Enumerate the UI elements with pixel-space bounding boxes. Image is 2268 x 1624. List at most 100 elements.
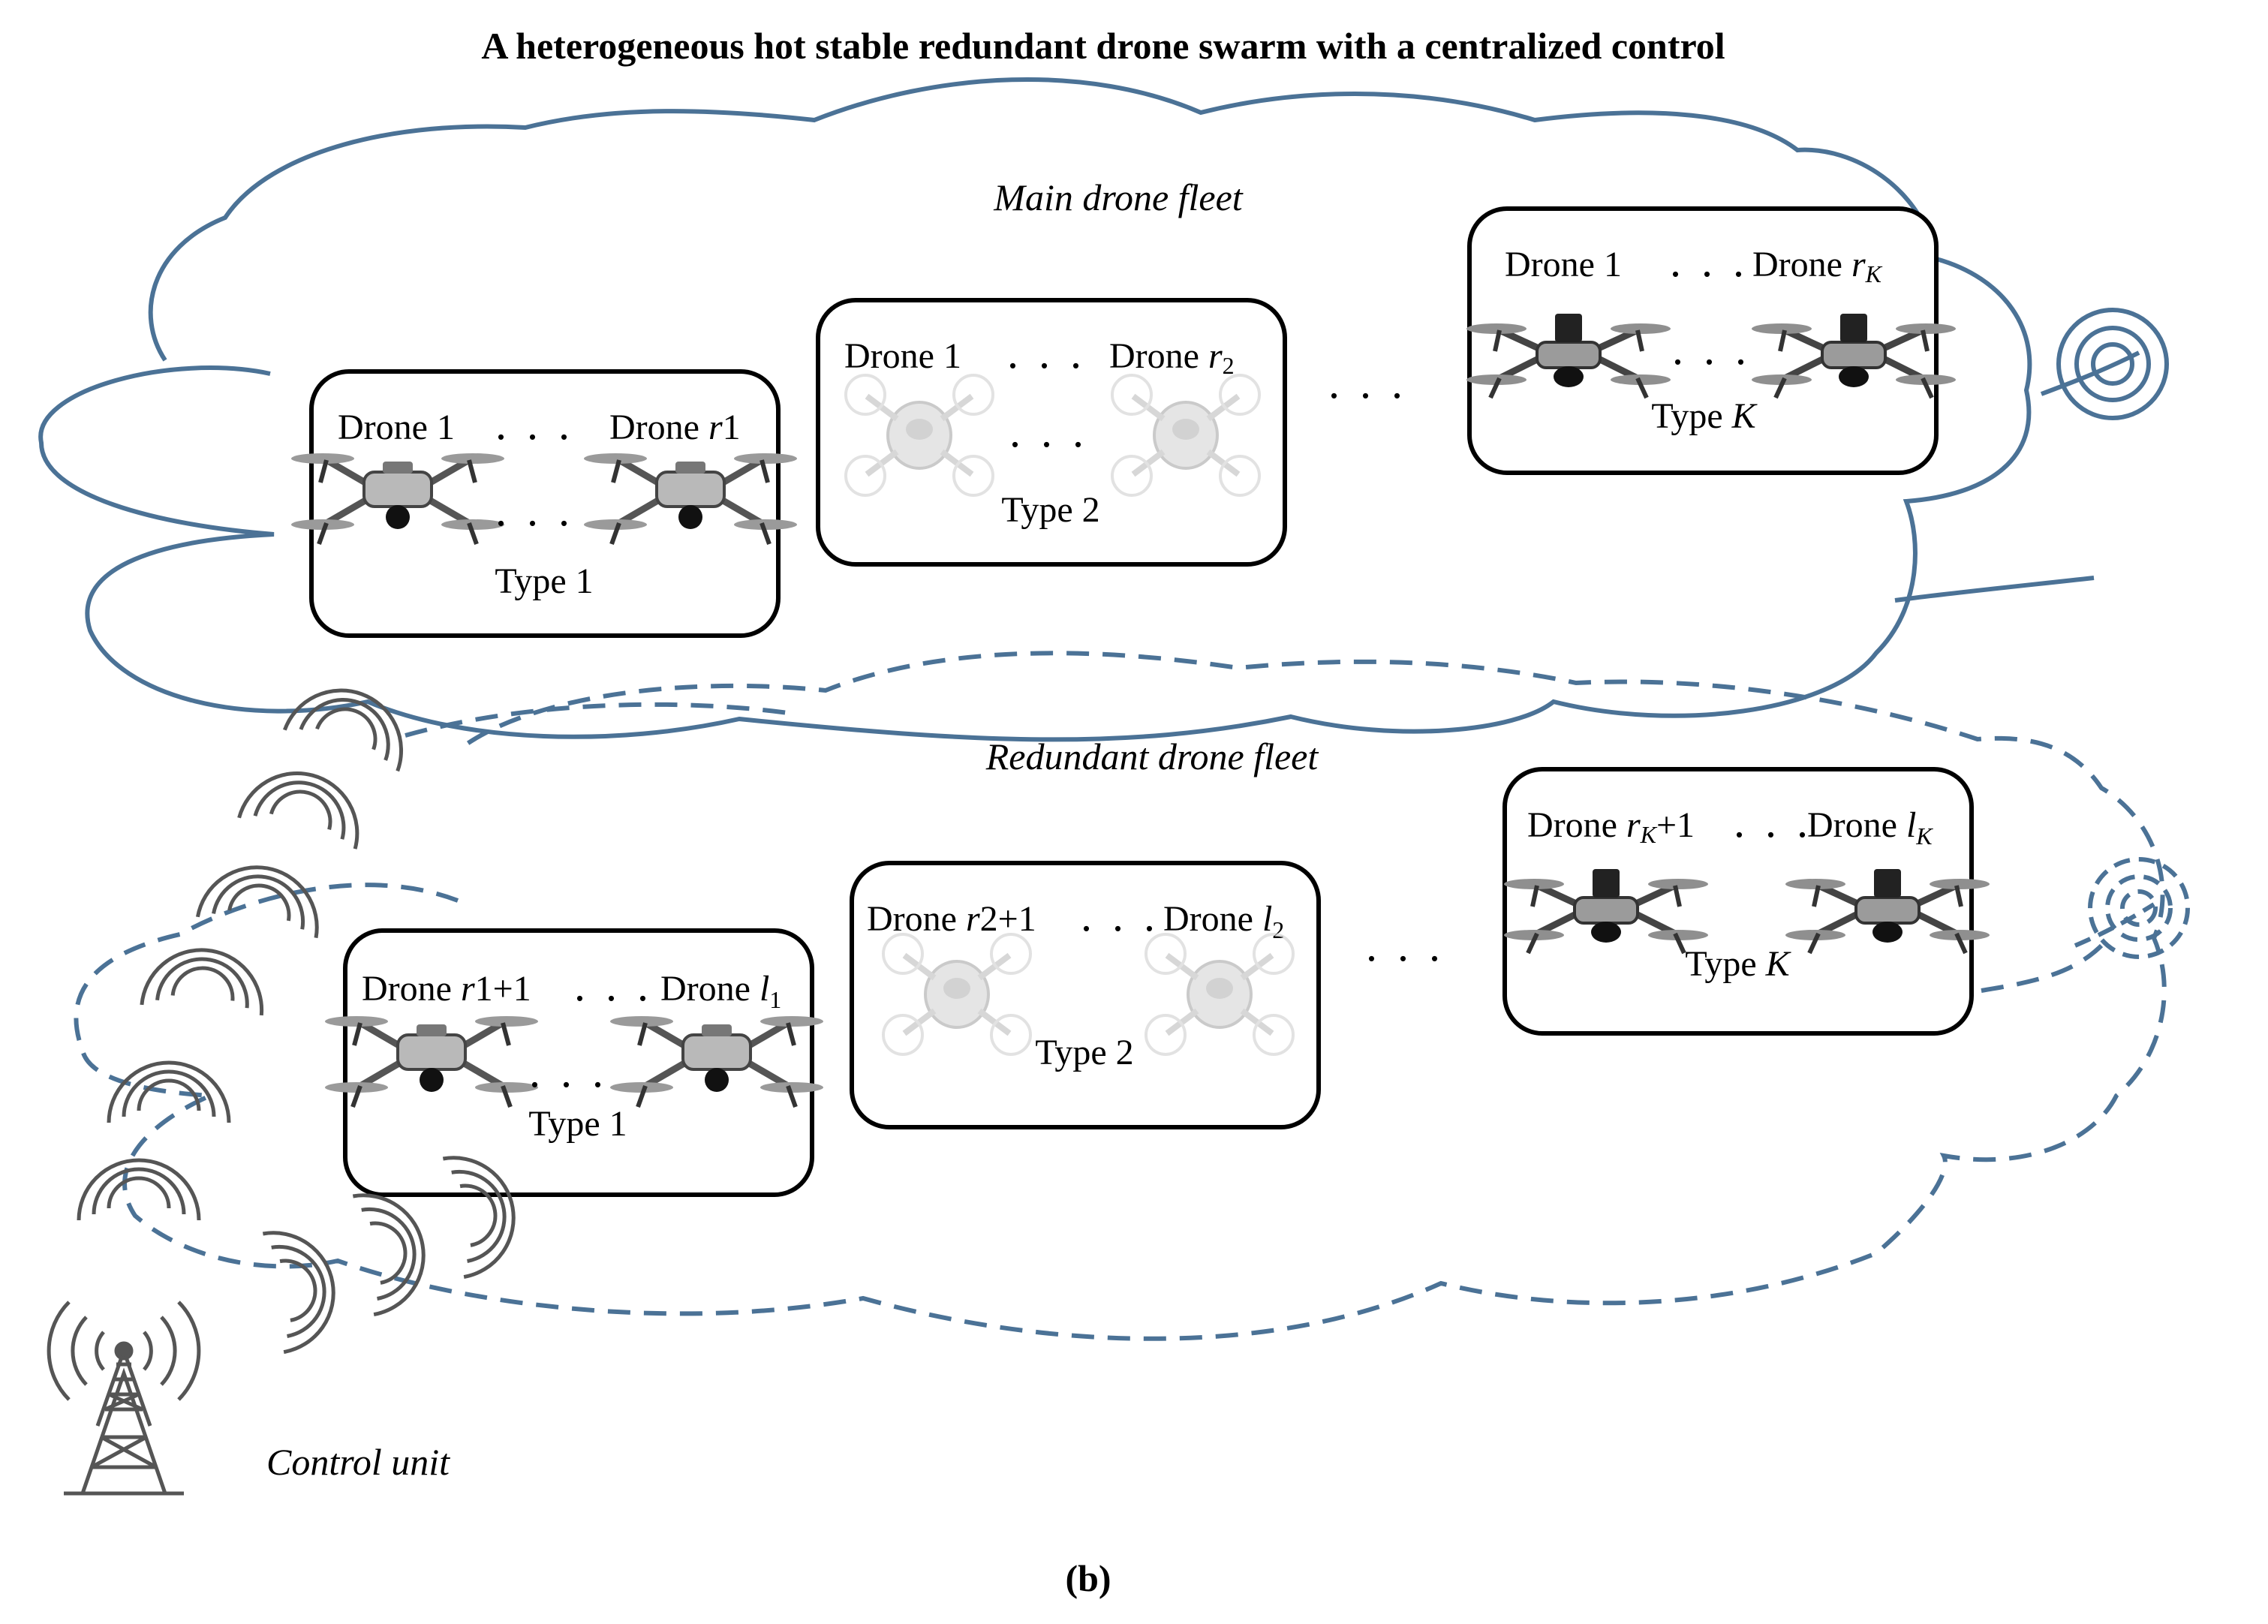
wifi-icon [140,948,264,1016]
first-drone-label: Drone 1 [338,408,455,447]
wifi-icon [107,1060,231,1123]
redundant-fleet-ellipse [405,702,789,738]
label-suffix: +1 [1656,805,1695,845]
range-ellipsis: . . . [495,399,574,449]
between-groups-ellipsis: . . . [1328,358,1407,408]
label-prefix: Drone [362,969,461,1009]
first-drone-label: Drone r1+1 [362,969,531,1009]
type-label: Type K [1685,944,1791,984]
label-variable: r [461,969,475,1009]
label-subscript: 2 [1272,916,1284,943]
redundant-fleet-cloud [74,651,2167,1341]
label-variable: l [1906,805,1916,845]
first-drone-label: Drone r2+1 [867,899,1036,939]
group-box [309,369,781,638]
group-box [343,928,814,1197]
label-variable: r [966,899,980,939]
type-label: Type K [1651,396,1758,436]
main-group-type2: Drone 1 . . . Drone r2 . . . Type 2 [816,298,1287,567]
diagram-title: A heterogeneous hot stable redundant dro… [481,25,1725,67]
radio-tower-icon [47,1301,201,1496]
label-variable: r [1208,336,1223,376]
last-drone-label: Drone l1 [660,969,781,1013]
group-box [1467,206,1939,475]
last-drone-label: Drone l2 [1163,899,1284,943]
label-subscript: 2 [1223,352,1235,379]
label-suffix: +1 [493,969,531,1009]
last-drone-label: Drone rK [1752,245,1883,287]
wifi-icon [283,688,404,772]
range-ellipsis: . . . [1081,891,1160,940]
range-ellipsis: . . . [1007,328,1086,377]
label-subscript: 1 [723,408,741,447]
range-ellipsis: . . . [574,961,653,1010]
label-subscript: 2 [980,899,998,939]
label-prefix: Drone [660,969,760,1009]
wifi-icon [237,771,359,850]
label-subscript: 1 [769,986,781,1013]
label-variable: r [1626,805,1641,845]
first-drone-label: Drone rK+1 [1527,805,1695,848]
range-ellipsis: . . . [1670,236,1749,286]
middle-ellipsis: . . . [1009,407,1088,456]
label-subscript: 1 [475,969,493,1009]
wifi-icon [195,865,319,939]
label-variable: l [760,969,769,1009]
type-label: Type 1 [495,561,593,601]
label-prefix: Drone [609,408,708,447]
redundant-group-type2: Drone r2+1 . . . Drone l2 Type 2 [850,861,1321,1129]
group-box [850,861,1321,1129]
main-fleet-signal-icon [2040,308,2169,420]
middle-ellipsis: . . . [1672,324,1751,374]
redundant-group-type1: Drone r1+1 . . . Drone l1 . . . Type 1 [325,928,823,1197]
label-variable: l [1262,899,1272,939]
label-subscript: K [1865,260,1883,287]
middle-ellipsis: . . . [529,1047,608,1096]
group-box [1502,767,1974,1036]
first-drone-label: Drone 1 [1505,245,1622,284]
label-prefix: Drone [1109,336,1208,376]
main-group-type1: Drone 1 . . . Drone r1 . . . Type 1 [291,369,797,638]
type-label: Type 2 [1035,1033,1133,1072]
between-groups-ellipsis: . . . [1366,921,1445,970]
control-unit-label: Control unit [266,1441,450,1483]
redundant-fleet-label: Redundant drone fleet [985,735,1319,777]
type-prefix: Type [1651,396,1731,436]
first-drone-label: Drone 1 [844,336,961,376]
type-variable: K [1731,396,1758,436]
label-variable: r [708,408,723,447]
main-group-typeK: Drone 1 . . . Drone rK . . . Type K [1466,206,1956,475]
main-fleet-label: Main drone fleet [993,176,1244,218]
label-prefix: Drone [867,899,966,939]
label-prefix: Drone [1807,805,1906,845]
label-prefix: Drone [1752,245,1851,284]
main-fleet-cloud [38,77,2032,742]
type-label: Type 2 [1001,490,1099,530]
last-drone-label: Drone r1 [609,408,741,447]
redundant-fleet-curve [1981,943,2104,993]
label-variable: r [1851,245,1866,284]
label-subscript: K [1915,823,1933,850]
main-fleet-cloud-curve [1894,576,2095,603]
wireless-signal-arcs [77,688,516,1355]
wifi-icon [352,1193,426,1317]
type-prefix: Type [1685,944,1765,984]
wifi-icon [262,1231,335,1355]
label-prefix: Drone [1527,805,1626,845]
range-ellipsis: . . . [1734,797,1812,847]
label-prefix: Drone [1163,899,1262,939]
middle-ellipsis: . . . [495,486,574,535]
wifi-icon [77,1158,201,1221]
last-drone-label: Drone r2 [1109,336,1235,379]
figure-caption: (b) [1065,1557,1111,1599]
label-subscript: K [1640,821,1658,848]
type-label: Type 1 [528,1104,627,1144]
label-suffix: +1 [998,899,1036,939]
redundant-group-typeK: Drone rK+1 . . . Drone lK Type K [1502,767,1990,1036]
last-drone-label: Drone lK [1807,805,1933,850]
type-variable: K [1765,944,1792,984]
wifi-icon [442,1156,516,1280]
group-box [816,298,1287,567]
redundant-fleet-signal-icon [2074,857,2190,959]
